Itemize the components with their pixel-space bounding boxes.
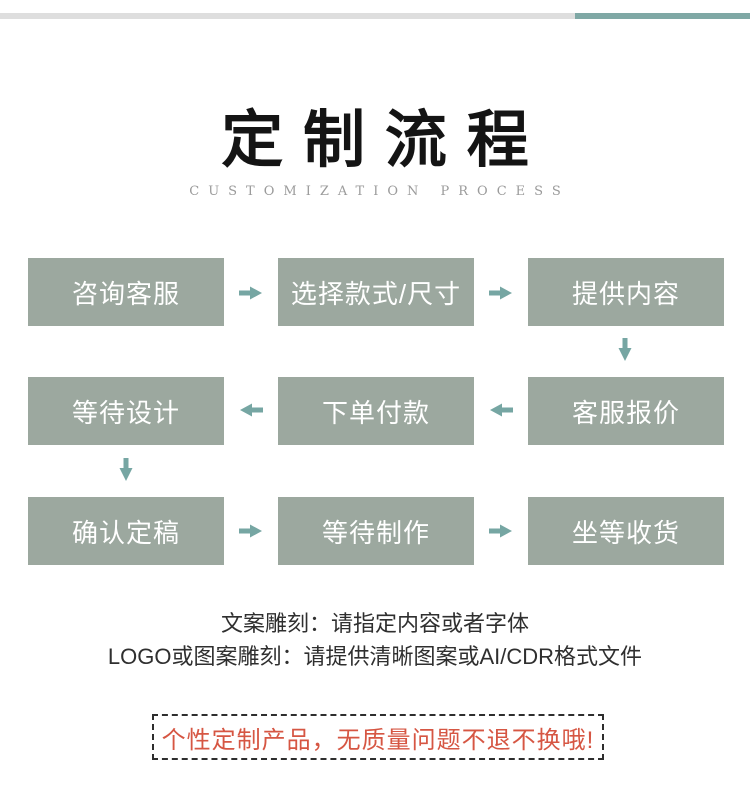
arrow-down-icon: [617, 338, 633, 362]
arrow-down-icon: [118, 458, 134, 482]
arrow-right-icon: [489, 285, 513, 301]
section-title: 定制流程: [221, 103, 549, 176]
flow-step-service-quote: 客服报价: [528, 377, 724, 445]
no-return-warning-box: 个性定制产品，无质量问题不退不换哦!: [152, 714, 604, 760]
top-accent-bar-teal-segment: [575, 13, 750, 19]
section-subtitle: CUSTOMIZATION PROCESS: [189, 184, 570, 199]
arrow-left-icon: [489, 402, 513, 418]
arrow-right-icon: [489, 523, 513, 539]
flow-step-wait-design: 等待设计: [28, 377, 224, 445]
flow-step-choose-style-size: 选择款式/尺寸: [278, 258, 474, 326]
note-logo-engraving: LOGO或图案雕刻：请提供清晰图案或AI/CDR格式文件: [107, 644, 643, 669]
flow-step-consult-service: 咨询客服: [28, 258, 224, 326]
flow-step-confirm-draft: 确认定稿: [28, 497, 224, 565]
top-accent-bar: [0, 13, 750, 19]
flow-step-provide-content: 提供内容: [528, 258, 724, 326]
flow-step-place-order-pay: 下单付款: [278, 377, 474, 445]
arrow-left-icon: [239, 402, 263, 418]
arrow-right-icon: [239, 523, 263, 539]
arrow-right-icon: [239, 285, 263, 301]
note-text-engraving: 文案雕刻：请指定内容或者字体: [220, 611, 529, 636]
engraving-notes: 文案雕刻：请指定内容或者字体 LOGO或图案雕刻：请提供清晰图案或AI/CDR格…: [0, 607, 750, 673]
flow-step-wait-production: 等待制作: [278, 497, 474, 565]
no-return-warning-text: 个性定制产品，无质量问题不退不换哦!: [161, 726, 595, 754]
flow-step-wait-delivery: 坐等收货: [528, 497, 724, 565]
